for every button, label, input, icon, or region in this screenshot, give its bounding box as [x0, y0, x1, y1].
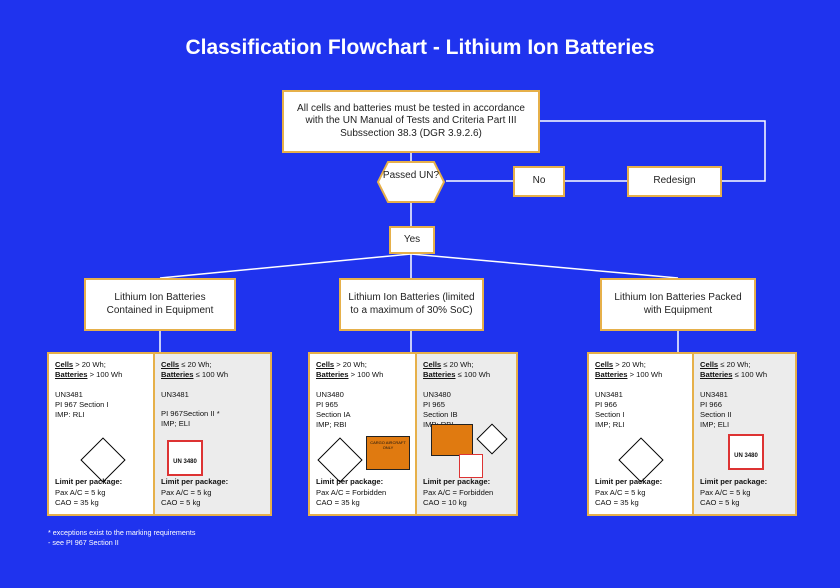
branch-contained: Lithium Ion Batteries Contained in Equip…: [84, 278, 236, 331]
class9-hazard-label: [80, 437, 126, 483]
panel-contained-large: Cells > 20 Wh; Batteries > 100 Wh UN3481…: [49, 354, 152, 514]
footnote-line: - see PI 967 Section II: [48, 538, 119, 548]
class9-hazard-label: [618, 437, 664, 483]
cargo-aircraft-only-label: [431, 424, 473, 456]
footnote: * exceptions exist to the marking requir…: [48, 528, 195, 548]
page-title: Classification Flowchart - Lithium Ion B…: [185, 36, 655, 59]
top-requirement-box: All cells and batteries must be tested i…: [282, 90, 540, 153]
footnote-line: * exceptions exist to the marking requir…: [48, 528, 196, 537]
decision-hexagon: [376, 161, 446, 203]
panel-packed-large: Cells > 20 Wh; Batteries > 100 Wh UN3481…: [595, 360, 664, 507]
class9-hazard-label: [317, 437, 363, 483]
no-box: No: [513, 166, 565, 197]
cargo-aircraft-only-label: CARGO AIRCRAFT ONLY: [366, 436, 410, 470]
panel-packed-small: Cells ≤ 20 Wh; Batteries ≤ 100 Wh UN3481…: [692, 354, 795, 514]
panel-soc-large: Cells > 20 Wh; Batteries > 100 Wh UN3480…: [310, 354, 414, 514]
battery-mark-label: UN 3480: [167, 440, 203, 476]
panel-soc-small: Cells ≤ 20 Wh; Batteries ≤ 100 Wh UN3480…: [415, 354, 516, 514]
branch-packed: Lithium Ion Batteries Packed with Equipm…: [600, 278, 756, 331]
panel-soc-limited: Cells > 20 Wh; Batteries > 100 Wh UN3480…: [308, 352, 518, 516]
battery-mark-label: UN 3480: [728, 434, 764, 470]
branch-soc-limited: Lithium Ion Batteries (limited to a maxi…: [339, 278, 484, 331]
battery-mark-label: [459, 454, 483, 478]
decision-label: Passed UN?: [382, 170, 440, 181]
panel-contained-small: Cells ≤ 20 Wh; Batteries ≤ 100 Wh UN3481…: [153, 354, 270, 514]
panel-packed: Cells > 20 Wh; Batteries > 100 Wh UN3481…: [587, 352, 797, 516]
panel-contained: Cells > 20 Wh; Batteries > 100 Wh UN3481…: [47, 352, 272, 516]
yes-box: Yes: [389, 226, 435, 254]
redesign-box: Redesign: [627, 166, 722, 197]
